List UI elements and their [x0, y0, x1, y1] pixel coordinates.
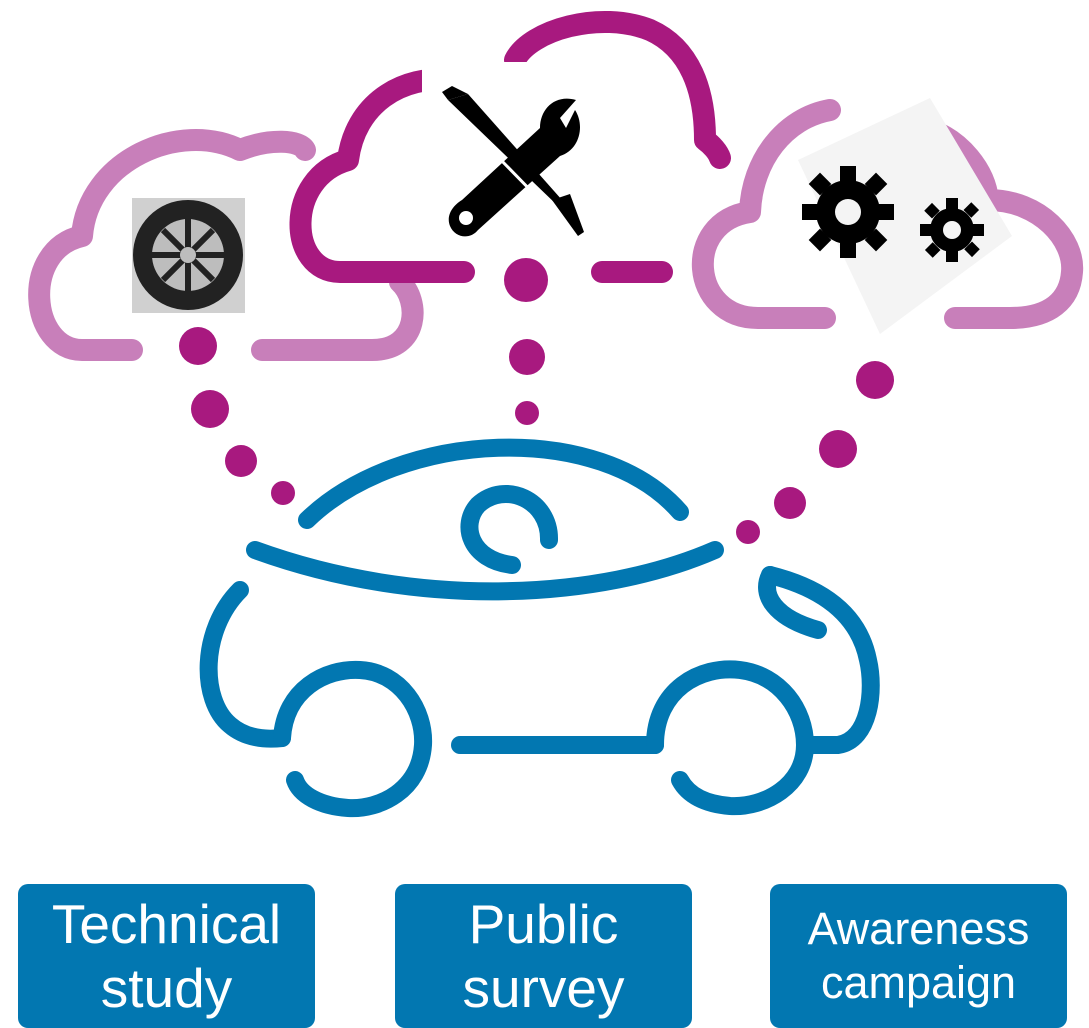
car-front-wheel [646, 660, 814, 816]
car-steering [460, 485, 559, 574]
car-icon [199, 438, 880, 818]
technical-study-box: Technical study [18, 884, 315, 1028]
tools-icon [422, 62, 602, 252]
car-roof [298, 438, 689, 529]
car-windshield-line [246, 541, 724, 601]
technical-study-line1: Technical [51, 893, 282, 955]
wheel-icon [132, 198, 245, 313]
car-body-right [761, 566, 880, 754]
awareness-campaign-line2: campaign [820, 957, 1017, 1008]
public-survey-line1: Public [468, 893, 619, 955]
awareness-campaign-line1: Awareness [807, 903, 1030, 954]
car-body-left [199, 581, 291, 748]
public-survey-box: Public survey [395, 884, 692, 1028]
awareness-campaign-box: Awareness campaign [770, 884, 1067, 1028]
public-survey-line2: survey [462, 957, 625, 1019]
middle-cloud [289, 11, 731, 283]
connector-dots-right [736, 361, 894, 544]
connector-dots-middle [504, 258, 548, 425]
connector-dots-left [179, 327, 295, 505]
left-cloud [28, 129, 424, 361]
right-cloud [692, 99, 1084, 329]
car-headlight [758, 566, 827, 639]
car-rear-wheel [273, 660, 433, 818]
technical-study-line2: study [100, 957, 233, 1019]
gears-icon [798, 98, 1012, 334]
